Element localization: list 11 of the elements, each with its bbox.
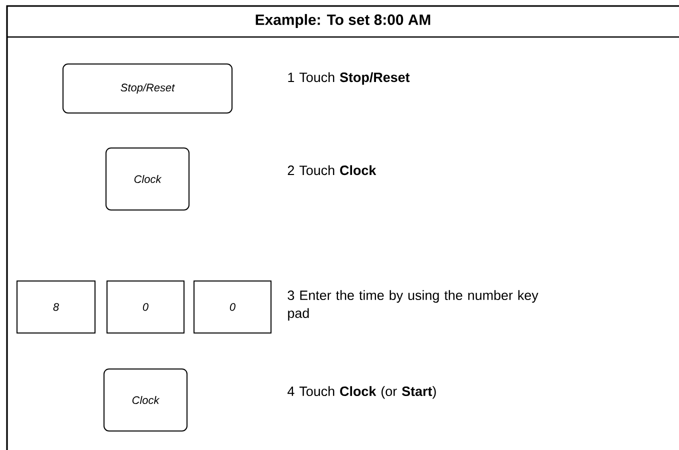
key-button: Clock (106, 148, 190, 210)
key-button: 0 (106, 280, 184, 334)
step-text: 1 Touch Stop/Reset (288, 72, 410, 85)
key-button: 0 (194, 280, 272, 334)
step-text: 4 Touch Clock (or Start) (288, 386, 436, 399)
key-button: Clock (104, 368, 188, 432)
step-text: 3 Enter the time by using the number key pad (288, 290, 538, 321)
key-button: Stop/Reset (62, 64, 232, 114)
step-text: 2 Touch Clock (288, 165, 376, 176)
key-button: 8 (16, 280, 96, 334)
title: Example: To set 8:00 AM (256, 14, 430, 28)
